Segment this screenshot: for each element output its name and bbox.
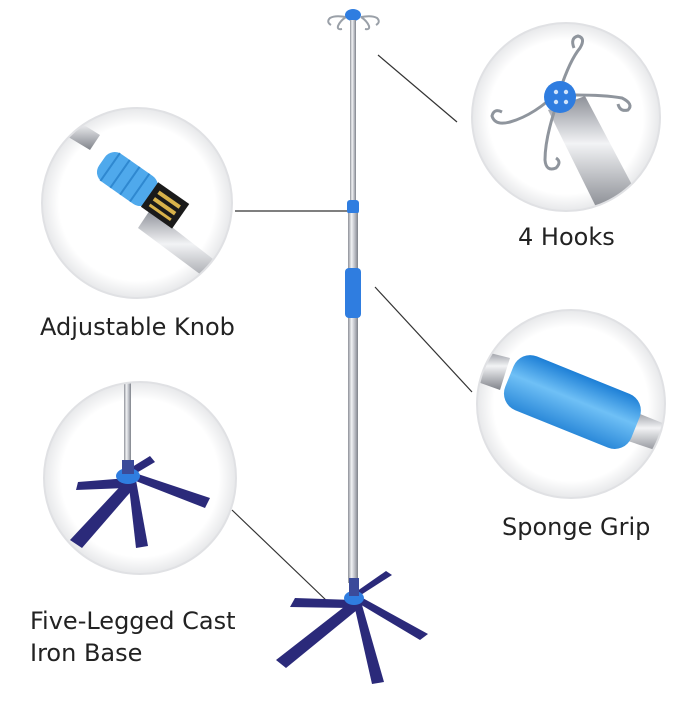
label-adjustable-knob: Adjustable Knob (40, 313, 235, 341)
top-hub (345, 9, 361, 21)
label-sponge-grip: Sponge Grip (502, 513, 651, 541)
sponge-grip (345, 268, 361, 318)
top-hooks-icon (327, 15, 380, 31)
grip-closeup (476, 309, 666, 499)
callout-line-base (231, 509, 329, 603)
label-five-legged-base: Five-Legged Cast Iron Base (30, 605, 236, 669)
callout-line-hooks (377, 54, 458, 123)
base-closeup (43, 381, 237, 575)
iv-pole (276, 9, 428, 684)
callout-line-grip (374, 286, 473, 393)
label-base-line2: Iron Base (30, 639, 143, 667)
lower-pole (348, 213, 358, 583)
adjustable-knob (347, 200, 359, 214)
knob-closeup (41, 107, 233, 299)
label-base-line1: Five-Legged Cast (30, 607, 236, 635)
base-icon (276, 571, 428, 684)
upper-pole (350, 20, 356, 202)
callout-lines (231, 54, 473, 603)
hooks-closeup (471, 22, 661, 212)
label-4-hooks: 4 Hooks (518, 223, 615, 251)
